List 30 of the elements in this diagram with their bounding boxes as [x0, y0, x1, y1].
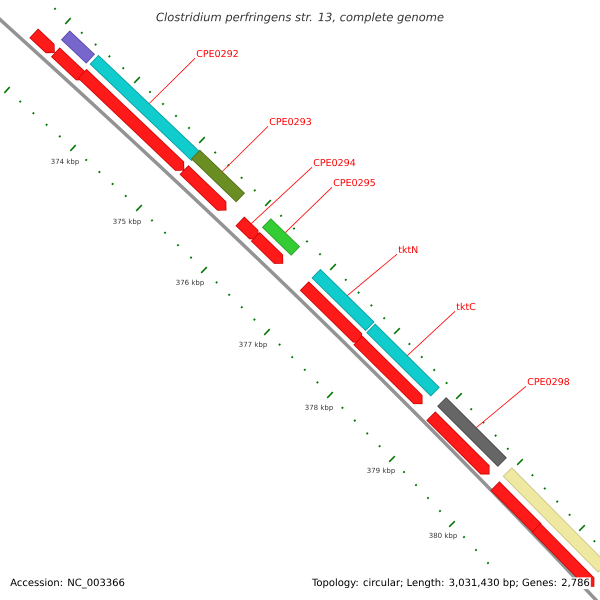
gene-bar [437, 397, 507, 467]
gene-block [180, 165, 226, 211]
gene-label: CPE0292 [196, 50, 238, 58]
gene-block [300, 281, 362, 343]
leader-line [407, 310, 456, 356]
gene-label: CPE0295 [334, 178, 375, 186]
gene-label: CPE0294 [314, 158, 356, 166]
gene-bar [366, 324, 440, 396]
leader-line [149, 58, 196, 104]
genome-info-text: Topology: circular; Length: 3,031,430 bp; Genes: 2,786 [310, 577, 591, 590]
gene-label: CPE0298 [528, 378, 570, 386]
gene-block [353, 336, 423, 404]
gene-block [490, 481, 542, 533]
gene-block [250, 232, 284, 264]
leader-line [476, 386, 526, 428]
leader-line [222, 126, 268, 172]
leader-line [251, 166, 312, 224]
title: Clostridium perfringens str. 13, complete genome [156, 12, 444, 24]
gene-label: CPE0293 [270, 118, 311, 126]
accession-text: Accession: NC_003366 [10, 578, 124, 588]
gene-block [50, 47, 86, 80]
gene-block [29, 28, 55, 54]
gene-label: tktN [398, 246, 418, 253]
gene-bar [502, 467, 600, 573]
gene-label: tktC [456, 302, 476, 310]
gene-block [426, 411, 490, 474]
leader-line [347, 254, 398, 296]
leader-line [285, 186, 332, 233]
gene-block [235, 216, 259, 240]
gene-block [78, 68, 184, 171]
